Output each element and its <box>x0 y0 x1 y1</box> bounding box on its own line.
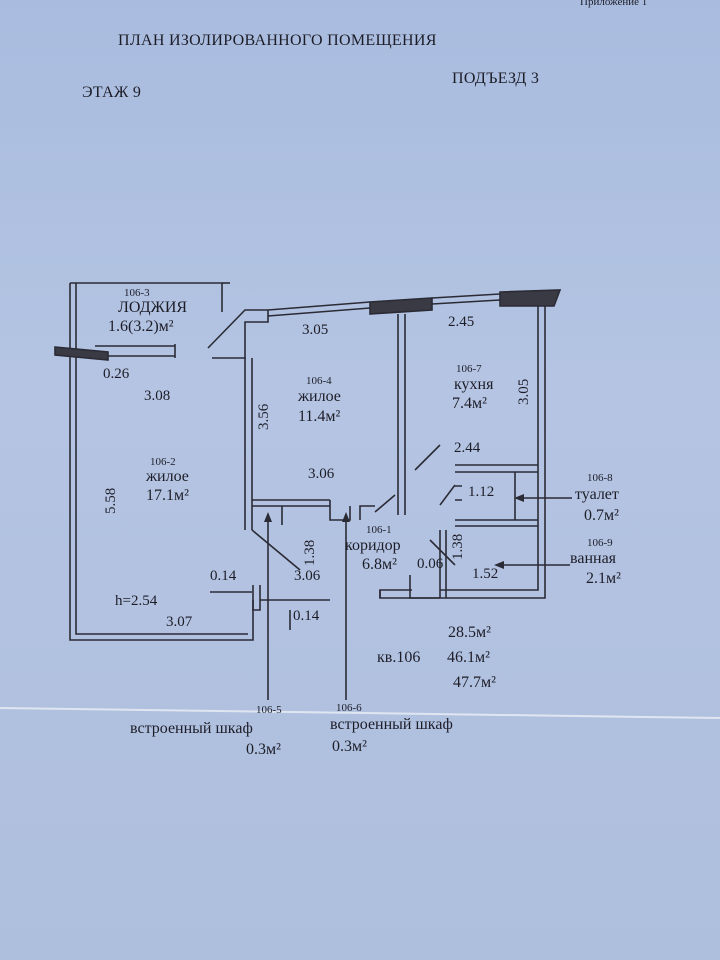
dim-label: 1.38 <box>302 539 318 566</box>
room-area-living-large: 17.1м² <box>146 487 189 504</box>
dim-label: 3.56 <box>256 403 272 430</box>
room-area-closet-a: 0.3м² <box>246 741 281 758</box>
wall-outline-left-inner <box>75 283 248 635</box>
window-room4 <box>267 301 371 317</box>
room-code-kitchen: 106-7 <box>456 363 482 375</box>
total-area: 46.1м² <box>447 649 490 666</box>
dim-label: h=2.54 <box>115 593 158 609</box>
paper-fold <box>0 707 720 719</box>
room-code-toilet: 106-8 <box>587 472 613 484</box>
dim-label: 1.12 <box>468 484 495 500</box>
partition-left <box>244 358 253 530</box>
dim-label: 1.52 <box>472 566 499 582</box>
apartment-number: кв.106 <box>377 649 421 666</box>
room-area-bath: 2.1м² <box>586 570 621 587</box>
dim-label: 3.05 <box>302 322 329 338</box>
dim-label: 3.06 <box>294 568 321 584</box>
dim-label: 0.06 <box>417 556 444 572</box>
floor-label: ЭТАЖ 9 <box>82 84 142 101</box>
dim-label: 3.06 <box>308 466 335 482</box>
room-code-loggia: 106-3 <box>124 287 150 299</box>
corner-note: Приложение 1 <box>580 0 648 8</box>
dim-label: 5.58 <box>103 487 119 514</box>
room-area-loggia: 1.6(3.2)м² <box>108 318 174 335</box>
partition-kitchen <box>397 314 406 515</box>
wall-block <box>369 297 433 315</box>
dim-label: 0.14 <box>293 608 320 624</box>
room-name-bath: ванная <box>570 550 617 567</box>
room-name-living-large: жилое <box>146 468 189 485</box>
wall-bath <box>455 519 538 527</box>
wall-toilet <box>455 464 538 473</box>
loggia-door <box>207 309 269 359</box>
room-area-living-small: 11.4м² <box>298 408 341 425</box>
wall-corridor-top <box>252 499 330 507</box>
room-code-living-large: 106-2 <box>150 456 176 468</box>
dim-label: 2.44 <box>454 440 481 456</box>
wall-block <box>499 289 562 307</box>
room-code-living-small: 106-4 <box>306 375 332 387</box>
dim-label: 2.45 <box>448 314 475 330</box>
room-name-corridor: коридор <box>345 537 401 554</box>
dim-label: 3.08 <box>144 388 171 404</box>
dim-label: 0.14 <box>210 568 237 584</box>
page-title: ПЛАН ИЗОЛИРОВАННОГО ПОМЕЩЕНИЯ <box>118 32 437 49</box>
total-living-area: 28.5м² <box>448 624 491 641</box>
room-name-loggia: ЛОДЖИЯ <box>118 299 188 316</box>
window-kitchen <box>431 293 501 305</box>
room-area-kitchen: 7.4м² <box>452 395 487 412</box>
room-name-living-small: жилое <box>298 388 341 405</box>
dim-label: 3.05 <box>516 378 532 405</box>
room-code-closet-b: 106-6 <box>336 702 362 714</box>
wall-outline-left <box>69 283 254 641</box>
room-code-bath: 106-9 <box>587 537 613 549</box>
wall-block <box>54 346 109 361</box>
dim-label: 0.26 <box>103 366 130 382</box>
room-name-toilet: туалет <box>575 486 619 503</box>
room-name-kitchen: кухня <box>454 376 494 393</box>
room-area-closet-b: 0.3м² <box>332 738 367 755</box>
entrance-label: ПОДЪЕЗД 3 <box>452 70 540 87</box>
total-area-with-loggia: 47.7м² <box>453 674 496 691</box>
dim-label: 3.07 <box>166 614 193 630</box>
room-area-toilet: 0.7м² <box>584 507 619 524</box>
room-area-corridor: 6.8м² <box>362 556 397 573</box>
room-code-corridor: 106-1 <box>366 524 392 536</box>
dim-label: 1.38 <box>450 533 466 560</box>
room-code-closet-a: 106-5 <box>256 704 282 716</box>
room-name-closet-b: встроенный шкаф <box>330 716 453 733</box>
room-name-closet-a: встроенный шкаф <box>130 720 253 737</box>
